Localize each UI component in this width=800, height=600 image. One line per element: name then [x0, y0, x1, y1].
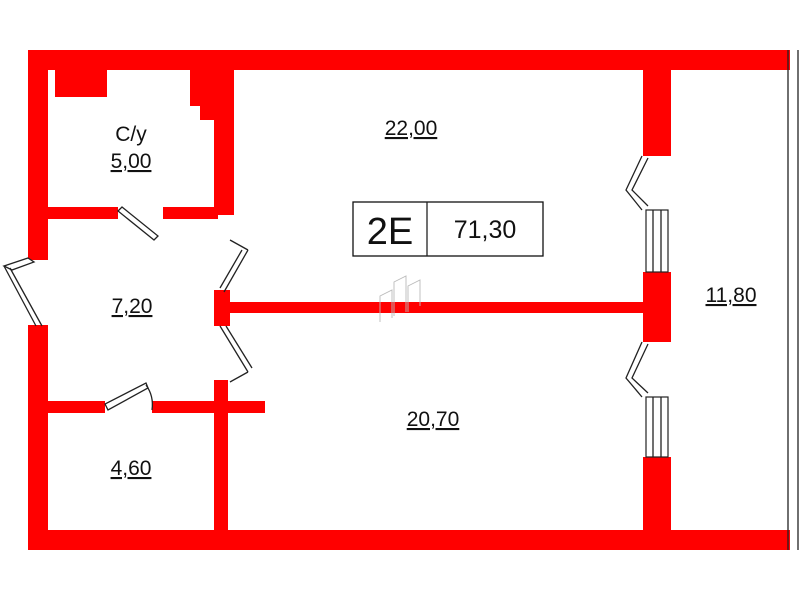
walls	[28, 50, 790, 550]
door-entrance	[2, 257, 43, 327]
door-bathroom	[117, 206, 159, 241]
room-area-storage: 4,60	[111, 457, 152, 480]
balcony-outer-edge	[787, 50, 799, 550]
balcony-door-lower	[625, 341, 649, 398]
door-storage	[104, 382, 154, 411]
storage-wall-top-right	[152, 401, 265, 413]
wall-between-rooms	[214, 302, 654, 313]
outer-wall-bottom	[28, 530, 790, 550]
bathroom-wall-bottom-left	[48, 207, 118, 219]
bathroom-wall-bottom-right	[163, 207, 218, 219]
balcony-wall-segment-1	[643, 66, 671, 156]
window-upper	[645, 209, 669, 273]
apartment-type: 2E	[367, 211, 413, 253]
apartment-badge-frame	[352, 201, 544, 257]
wall-center-vertical-lower	[214, 380, 228, 532]
storage-wall-top-left	[48, 401, 105, 413]
room-area-bathroom: 5,00	[111, 150, 152, 173]
room-area-hall: 7,20	[112, 295, 153, 318]
wall-center-vertical-upper	[214, 70, 234, 215]
room-area-room-lower: 20,70	[407, 408, 460, 431]
room-area-balcony: 11,80	[706, 284, 757, 307]
outer-wall-left-lower	[28, 325, 48, 550]
bathroom-wall-block	[55, 66, 107, 97]
balcony-wall-segment-3	[643, 457, 671, 535]
window-lower	[645, 396, 669, 458]
apartment-badge: 2E 71,30	[352, 201, 544, 257]
room-area-room-upper: 22,00	[385, 117, 438, 140]
balcony-wall-segment-2	[643, 272, 671, 342]
balcony-door-upper	[625, 155, 649, 211]
door-room-upper	[219, 239, 249, 293]
watermark-icon	[379, 275, 421, 322]
door-room-lower	[219, 325, 253, 383]
apartment-total-area: 71,30	[454, 216, 517, 244]
room-name-bathroom: С/у	[115, 123, 147, 146]
outer-wall-top	[28, 50, 790, 70]
outer-wall-left-upper	[28, 50, 48, 260]
